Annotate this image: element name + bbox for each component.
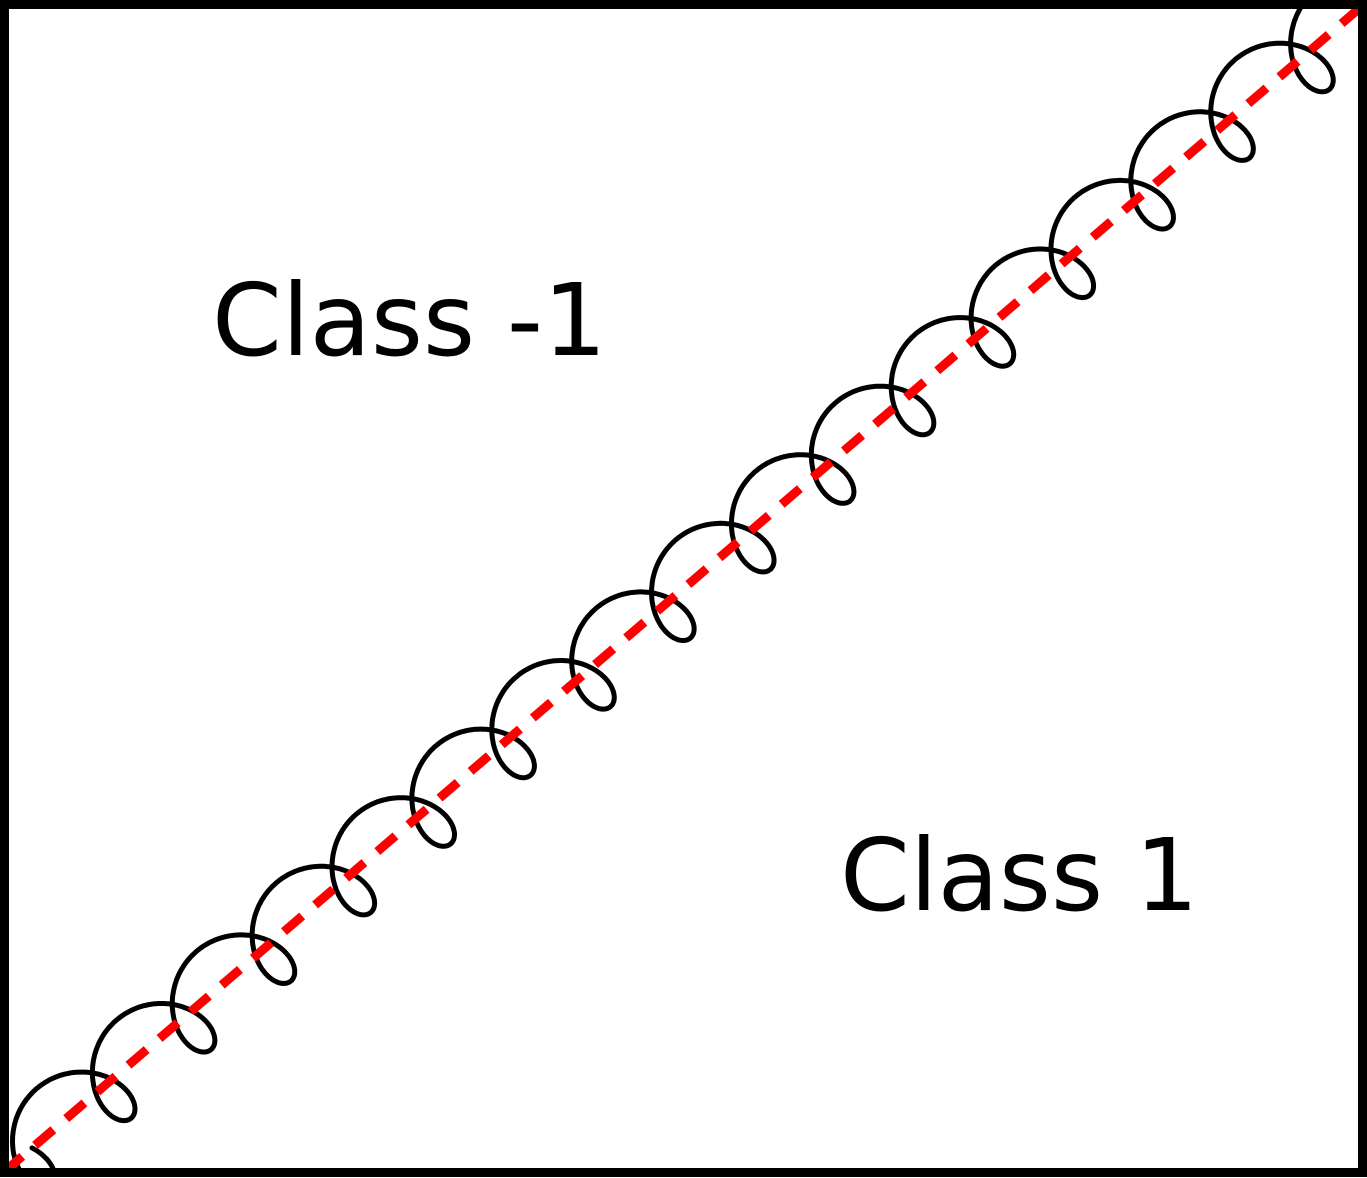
class-negative-label: Class -1 — [212, 262, 607, 379]
class-positive-label: Class 1 — [840, 817, 1199, 934]
linear-decision-boundary — [9, 9, 1358, 1169]
wavy-decision-boundary — [10, 9, 1336, 1169]
